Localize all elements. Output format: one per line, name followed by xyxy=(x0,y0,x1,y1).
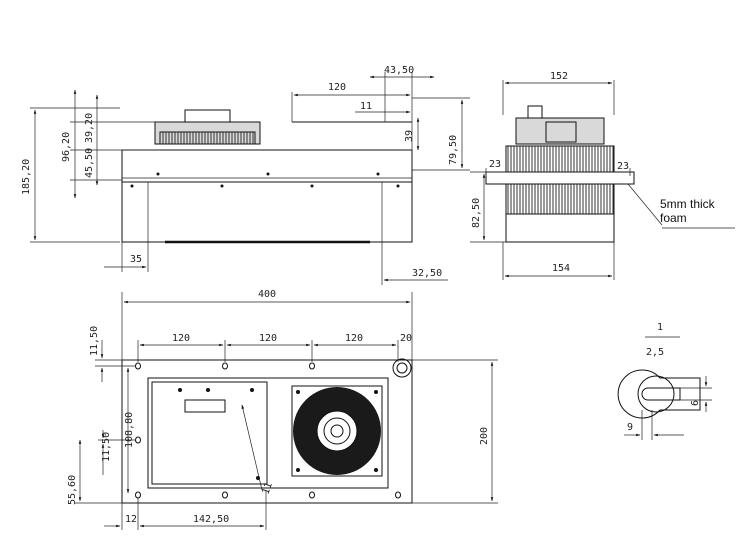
slot-detail: 1 2,5 6 9 xyxy=(617,322,712,440)
dim-23-left: 23 xyxy=(489,159,501,170)
detail-dim-6: 6 xyxy=(690,400,701,406)
dim-96-20: 96,20 xyxy=(61,132,72,162)
dim-12: 12 xyxy=(125,514,137,525)
dim-45-50: 45,50 xyxy=(84,148,95,178)
dim-200: 200 xyxy=(479,427,490,445)
dim-120-c: 120 xyxy=(345,333,363,344)
detail-scale-num: 1 xyxy=(657,322,663,333)
plan-flange xyxy=(121,359,413,504)
side-fan-fins xyxy=(159,131,256,145)
side-fan-hub xyxy=(184,109,231,123)
slot-hole xyxy=(641,387,681,401)
side-view: 96,20 39,20 45,50 185,20 120 43,50 11 39… xyxy=(21,65,470,285)
plan-handle xyxy=(184,399,226,413)
side-lower-body xyxy=(121,181,413,243)
end-base-plate xyxy=(485,171,635,185)
plan-fan-frame xyxy=(291,385,383,477)
dim-185-20: 185,20 xyxy=(21,159,32,195)
dim-400: 400 xyxy=(258,289,276,300)
dim-82-50: 82,50 xyxy=(471,198,482,228)
dim-55-60: 55,60 xyxy=(67,475,78,505)
foam-note-line2: foam xyxy=(660,211,687,225)
end-top-heatsink xyxy=(505,145,615,173)
slot-outline xyxy=(617,369,701,419)
plan-body xyxy=(147,377,389,489)
side-base-plate xyxy=(121,149,413,183)
dim-11-50-mid: 11,50 xyxy=(101,432,112,462)
dim-20: 20 xyxy=(400,333,412,344)
dim-120-b: 120 xyxy=(259,333,277,344)
dim-39: 39 xyxy=(404,130,415,142)
dim-11-leader: 11 xyxy=(260,481,274,496)
end-bottom-heatsink xyxy=(505,183,615,215)
detail-scale-den: 2,5 xyxy=(646,347,664,358)
detail-dim-9: 9 xyxy=(627,422,633,433)
plan-heatsink-box xyxy=(151,381,268,485)
dim-43-50: 43,50 xyxy=(384,65,414,76)
dim-23-right: 23 xyxy=(617,161,629,172)
plan-view: 400 120 120 120 20 xyxy=(67,289,498,530)
dim-79-50: 79,50 xyxy=(448,135,459,165)
end-view: 152 82,50 23 23 154 5mm thick foam xyxy=(470,71,735,280)
dim-142-50: 142,50 xyxy=(193,514,229,525)
dim-120-side: 120 xyxy=(328,82,346,93)
dim-11-side: 11 xyxy=(360,101,372,112)
grounding-hole xyxy=(392,358,412,378)
dim-32-50: 32,50 xyxy=(412,268,442,279)
foam-note-line1: 5mm thick xyxy=(660,197,716,211)
dim-152: 152 xyxy=(550,71,568,82)
dim-39-20: 39,20 xyxy=(84,113,95,143)
dim-154: 154 xyxy=(552,263,570,274)
dim-120-a: 120 xyxy=(172,333,190,344)
dim-11-50-top: 11,50 xyxy=(89,326,100,356)
dim-35: 35 xyxy=(130,254,142,265)
dim-108-80: 108,80 xyxy=(124,412,135,448)
